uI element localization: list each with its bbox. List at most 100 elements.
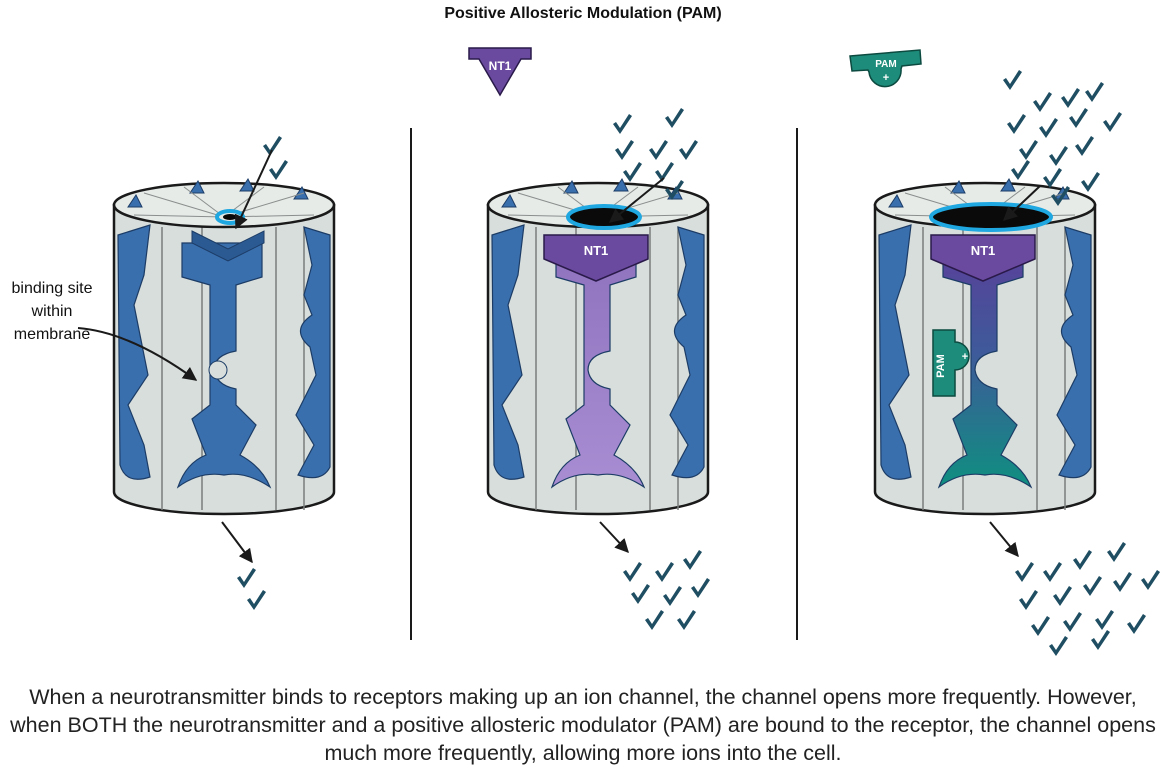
nt1-ligand-icon: NT1 (468, 47, 532, 97)
bound-nt1-label: NT1 (971, 243, 996, 258)
ion-above (1049, 146, 1068, 166)
ion-above (1069, 108, 1088, 128)
ion-below (1015, 562, 1034, 582)
ion-above (1003, 70, 1022, 90)
ion-above (1103, 112, 1122, 132)
receptor-spike (239, 178, 255, 192)
ion-below (1063, 612, 1082, 632)
receptor-spike (189, 180, 205, 194)
receptor-subunit-right (295, 226, 331, 479)
membrane-binding-site (208, 360, 228, 380)
pam-ligand-plus: + (883, 72, 889, 84)
ion-below (1049, 636, 1068, 656)
panel-resting (112, 136, 336, 610)
bound-nt1: NT1 (930, 234, 1036, 282)
pam-ligand-label: PAM (875, 59, 896, 70)
ion-below (1019, 590, 1038, 610)
ion-above (623, 162, 642, 182)
ion-below (1113, 572, 1132, 592)
channel-pore (566, 204, 642, 230)
ion-below (1127, 614, 1146, 634)
binding-notch (191, 230, 265, 262)
ion-above (613, 114, 632, 134)
figure-caption: When a neurotransmitter binds to recepto… (10, 685, 1156, 765)
panel-nt1-bound: NT1 (486, 108, 710, 630)
ion-above (665, 108, 684, 128)
receptor-spike (1000, 178, 1016, 192)
channel-body (112, 203, 336, 516)
ion-below (247, 590, 266, 610)
channel-body (873, 203, 1097, 516)
ion-above (679, 140, 698, 160)
ion-above (1033, 92, 1052, 112)
receptor-spike (501, 194, 517, 208)
figure-title: Positive Allosteric Modulation (PAM) (444, 5, 722, 22)
receptor-subunit-right (669, 226, 705, 479)
channel-pore-center (223, 214, 237, 220)
bound-pam: PAM + (932, 329, 970, 397)
receptor-spike (563, 180, 579, 194)
ion-outflow-arrow (221, 521, 253, 564)
ion-above (1061, 88, 1080, 108)
bound-nt1-shape (543, 234, 649, 282)
ion-above (649, 140, 668, 160)
ion-inflow-arrow (234, 149, 273, 230)
ion-below (1073, 550, 1092, 570)
ion-outflow-arrow (599, 521, 629, 554)
ion-above (1085, 82, 1104, 102)
ion-below (1053, 586, 1072, 606)
top-face-divider (183, 186, 225, 218)
receptor-subunit-left (878, 224, 912, 480)
ion-below (663, 586, 682, 606)
ion-above (1007, 114, 1026, 134)
binding-site-label-line2: within (31, 303, 73, 320)
channel-pore (929, 202, 1053, 232)
receptor-spike (950, 180, 966, 194)
ion-below (1083, 576, 1102, 596)
bound-nt1: NT1 (543, 234, 649, 282)
ion-below (655, 562, 674, 582)
bound-nt1-label: NT1 (584, 243, 609, 258)
ion-below (1095, 610, 1114, 630)
receptor-subunit-left (117, 224, 151, 480)
receptor-subunit-right (1056, 226, 1092, 479)
ion-below (691, 578, 710, 598)
ion-below (1141, 570, 1160, 590)
nt1-ligand-label: NT1 (489, 59, 512, 73)
bound-nt1-shape (930, 234, 1036, 282)
ion-above (1043, 168, 1062, 188)
ion-inflow-arrow (608, 177, 665, 223)
ion-below (683, 550, 702, 570)
pam-ligand-icon: PAM + (849, 49, 922, 88)
top-face-divider (143, 192, 225, 218)
ion-below (1043, 562, 1062, 582)
ion-below (1091, 630, 1110, 650)
bound-pam-plus: + (962, 351, 968, 363)
receptor-subunit-left (491, 224, 525, 480)
ion-inflow-arrow (1002, 185, 1041, 221)
ion-below (645, 610, 664, 630)
ion-below (1107, 542, 1126, 562)
ion-below (1031, 616, 1050, 636)
binding-site-label-line1: binding site (12, 280, 93, 297)
binding-site-label-line3: membrane (14, 326, 91, 343)
ion-above (1011, 160, 1030, 180)
ion-above (655, 162, 674, 182)
ion-below (631, 584, 650, 604)
ion-above (615, 140, 634, 160)
receptor-spike (888, 194, 904, 208)
channel-body (486, 203, 710, 516)
ion-above (263, 136, 282, 156)
receptor-spike (293, 186, 309, 200)
ion-above (1019, 140, 1038, 160)
bound-pam-label: PAM (935, 354, 947, 378)
binding-site-arrow (77, 327, 198, 381)
receptor-subunit-central (937, 242, 1033, 489)
bound-pam-shape (932, 329, 970, 397)
receptor-spike (613, 178, 629, 192)
ion-below (677, 610, 696, 630)
ion-above (1039, 118, 1058, 138)
ion-above (1081, 172, 1100, 192)
